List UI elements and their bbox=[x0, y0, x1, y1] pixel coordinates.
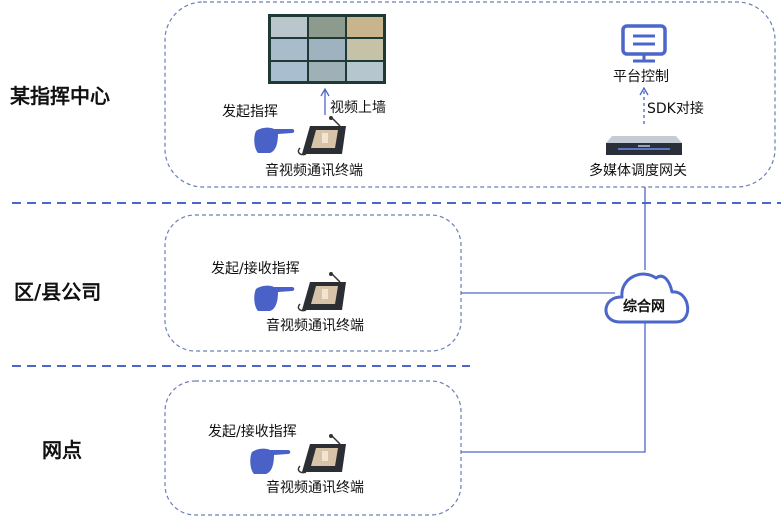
command-center-box bbox=[164, 1, 776, 188]
district-terminal-label: 音视频通讯终端 bbox=[266, 318, 364, 334]
video-wall-label: 视频上墙 bbox=[330, 100, 386, 116]
platform-control-label: 平台控制 bbox=[613, 69, 669, 85]
network-label: 综合网 bbox=[623, 299, 665, 315]
pointing-hand-icon bbox=[250, 448, 291, 474]
tier-label-branch: 网点 bbox=[42, 438, 82, 462]
video-wall-arrow bbox=[320, 87, 330, 115]
link-branch-network bbox=[461, 322, 646, 453]
branch-terminal-label: 音视频通讯终端 bbox=[266, 480, 364, 496]
tier-label-district: 区/县公司 bbox=[14, 280, 102, 304]
branch-box bbox=[164, 380, 462, 516]
pointing-hand-icon bbox=[254, 285, 295, 311]
video-phone-icon bbox=[297, 434, 346, 474]
server-icon bbox=[606, 136, 682, 155]
monitor-icon bbox=[621, 24, 667, 63]
video-wall-icon bbox=[268, 14, 386, 84]
branch-action-label: 发起/接收指挥 bbox=[208, 424, 297, 440]
cloud-icon bbox=[604, 272, 690, 324]
pointing-hand-icon bbox=[254, 127, 295, 153]
terminal-label: 音视频通讯终端 bbox=[265, 163, 363, 179]
sdk-arrow bbox=[639, 86, 649, 124]
video-phone-icon bbox=[297, 272, 346, 312]
tier-label-command-center: 某指挥中心 bbox=[10, 84, 110, 108]
video-phone-icon bbox=[297, 116, 346, 156]
sdk-label: SDK对接 bbox=[647, 101, 704, 117]
district-action-label: 发起/接收指挥 bbox=[211, 261, 300, 277]
initiate-command-label: 发起指挥 bbox=[222, 104, 278, 120]
gateway-label: 多媒体调度网关 bbox=[589, 163, 687, 179]
